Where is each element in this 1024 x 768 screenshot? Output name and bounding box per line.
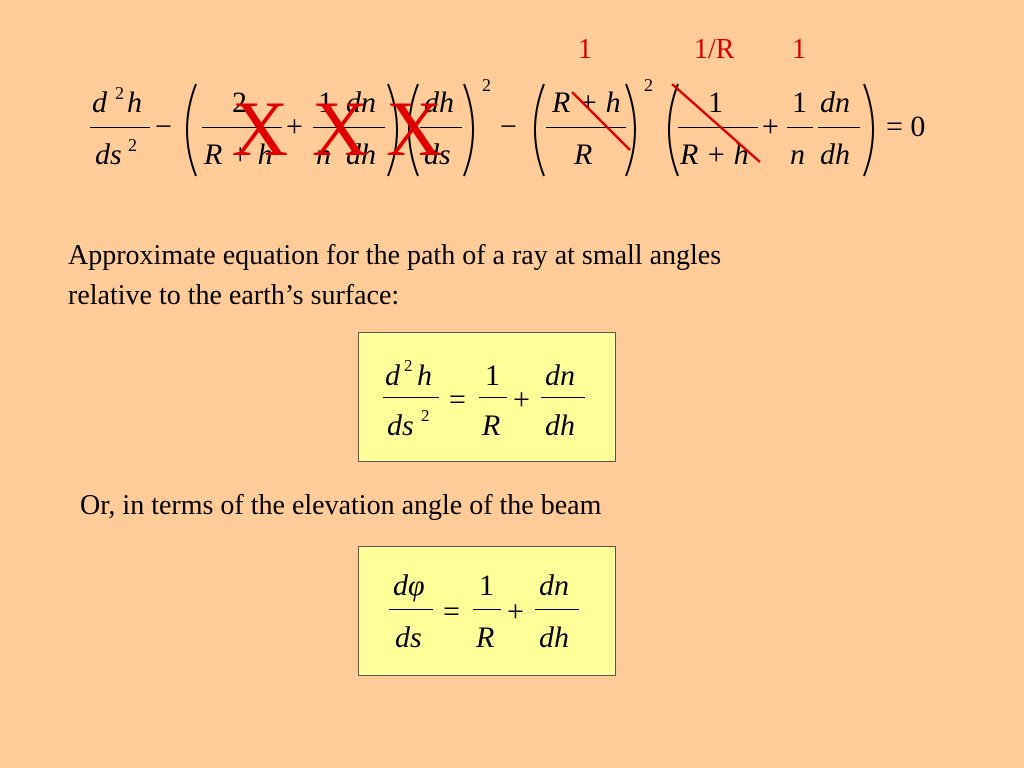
box1-numerator-h: h (417, 359, 432, 392)
lhs-numerator-h: h (127, 86, 142, 119)
lhs-fraction-bar (90, 127, 150, 129)
lhs-numerator-sup: 2 (115, 83, 124, 103)
full-ray-equation: d 2 h ds 2 − 2 R + h + 1 n dn dh dh ds 2… (0, 0, 1024, 200)
box2-f1-numerator: 1 (479, 569, 494, 602)
box2-f2-denominator: dh (539, 621, 569, 654)
term7-denominator: n (790, 138, 805, 171)
box1-denominator-sup: 2 (421, 406, 430, 425)
box2-f1-denominator: R (476, 621, 495, 654)
term4-fraction-bar (420, 127, 462, 129)
box1-plus: + (513, 383, 530, 416)
right-paren-2 (463, 83, 474, 177)
box2-denominator: ds (395, 621, 422, 654)
strike-line-one-over-r-plus-h (671, 83, 761, 163)
right-paren-1 (387, 83, 398, 177)
square-exponent-1: 2 (482, 75, 491, 95)
description-line-3: Or, in terms of the elevation angle of t… (80, 490, 602, 521)
strike-line-r-plus-h (571, 91, 631, 151)
term8-fraction-bar (818, 127, 860, 129)
term5-denominator: R (574, 138, 593, 171)
box1-f2-numerator: dn (545, 359, 575, 392)
term3-numerator: dn (346, 86, 376, 119)
minus-sign-1: − (155, 110, 172, 143)
term1-numerator: 2 (232, 86, 247, 119)
box1-f1-numerator: 1 (485, 359, 500, 392)
box1-lhs-bar (383, 397, 439, 399)
term3-denominator: dh (346, 138, 376, 171)
left-paren-2 (408, 83, 419, 177)
cross-mark-1: X (232, 85, 289, 172)
box1-equals: = (449, 383, 466, 416)
term1-fraction-bar (202, 127, 282, 129)
term4-numerator: dh (424, 86, 454, 119)
equals-zero: = 0 (886, 110, 926, 143)
plus-sign-2: + (762, 110, 779, 143)
strike-lines (571, 83, 761, 163)
term5-fraction-bar (546, 127, 626, 129)
annotation-one-left: 1 (578, 34, 592, 65)
cross-mark-3: X (386, 85, 443, 172)
minus-sign-2: − (500, 110, 517, 143)
box1-f1-bar (479, 397, 507, 399)
term7-fraction-bar (787, 127, 813, 129)
box2-equals: = (443, 595, 460, 628)
lhs-denominator: ds (95, 138, 122, 171)
box2-numerator: dφ (393, 569, 425, 602)
box2-f2-bar (535, 609, 579, 611)
box1-numerator-d: d (385, 359, 400, 392)
left-paren-3 (534, 83, 545, 177)
annotation-one-right: 1 (792, 34, 806, 65)
term2-fraction-bar (313, 127, 339, 129)
term2-denominator: n (316, 138, 331, 171)
description-line-2: relative to the earth’s surface: (68, 280, 400, 311)
plus-sign-1: + (286, 110, 303, 143)
elevation-angle-equation-box: dφ ds = 1 R + dn dh (358, 546, 616, 676)
box2-f2-numerator: dn (539, 569, 569, 602)
box1-numerator-sup: 2 (404, 356, 413, 375)
term8-numerator: dn (820, 86, 850, 119)
term8-denominator: dh (820, 138, 850, 171)
cross-mark-2: X (312, 85, 369, 172)
term3-fraction-bar (343, 127, 385, 129)
right-paren-3 (625, 83, 636, 177)
left-paren-1 (186, 83, 197, 177)
term6-numerator: 1 (708, 86, 723, 119)
square-exponent-2: 2 (644, 75, 653, 95)
annotation-one-over-r: 1/R (694, 34, 735, 65)
right-paren-4 (863, 83, 874, 177)
box1-denominator: ds (387, 409, 414, 442)
lhs-denominator-sup: 2 (128, 135, 137, 155)
term4-denominator: ds (424, 138, 451, 171)
box2-plus: + (507, 595, 524, 628)
term2-numerator: 1 (318, 86, 333, 119)
box1-f2-denominator: dh (545, 409, 575, 442)
box2-lhs-bar (389, 609, 433, 611)
term6-denominator: R + h (680, 138, 749, 171)
term7-numerator: 1 (792, 86, 807, 119)
lhs-numerator-d: d (92, 86, 107, 119)
term5-numerator: R + h (552, 86, 621, 119)
term1-denominator: R + h (204, 138, 273, 171)
description-line-1: Approximate equation for the path of a r… (68, 240, 722, 271)
box2-f1-bar (473, 609, 501, 611)
box1-f1-denominator: R (482, 409, 501, 442)
left-paren-4 (668, 83, 679, 177)
box1-f2-bar (541, 397, 585, 399)
term6-fraction-bar (678, 127, 758, 129)
approx-equation-box: d 2 h ds 2 = 1 R + dn dh (358, 332, 616, 462)
